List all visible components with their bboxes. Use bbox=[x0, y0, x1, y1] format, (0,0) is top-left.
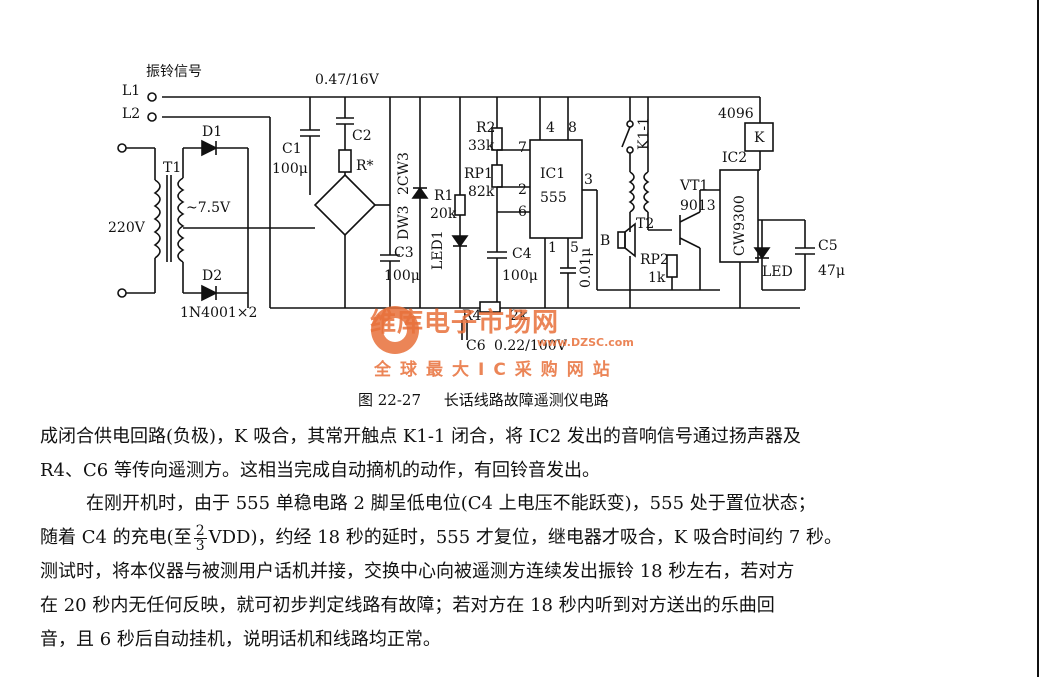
pin8: 8 bbox=[568, 120, 577, 136]
ring-signal-label: 振铃信号 bbox=[146, 64, 202, 80]
d2-label: D2 bbox=[202, 268, 222, 284]
text-fragment: VDD)，约经 18 秒的延时，555 才复位，继电器才吸合，K 吸合时间约 7… bbox=[208, 527, 842, 548]
c2-label: C2 bbox=[352, 128, 372, 144]
pin2: 2 bbox=[518, 182, 527, 198]
pin4: 4 bbox=[546, 120, 555, 136]
r2-value: 33k bbox=[468, 138, 495, 154]
r1-label: R1 bbox=[434, 188, 453, 204]
text-line: 成闭合供电回路(负极)，K 吸合，其常开触点 K1-1 闭合，将 IC2 发出的… bbox=[40, 426, 801, 447]
page-edge-border bbox=[1037, 0, 1039, 677]
c3-value: 100μ bbox=[384, 268, 420, 284]
t1-label: T1 bbox=[163, 160, 181, 176]
pin7: 7 bbox=[518, 140, 527, 156]
cap-top-label: 0.47/16V bbox=[315, 72, 380, 88]
r1-value: 20k bbox=[430, 206, 457, 222]
c3-label: C3 bbox=[394, 245, 414, 261]
text-fragment: 随着 C4 的充电(至 bbox=[40, 527, 192, 548]
figure-title: 长话线路故障遥测仪电路 bbox=[443, 391, 609, 409]
l1-label: L1 bbox=[122, 83, 140, 99]
diodes-label: 1N4001×2 bbox=[180, 305, 257, 321]
r4-value: 2k bbox=[510, 308, 528, 324]
c6-label: C6 bbox=[466, 338, 486, 354]
c001-label: 0.01μ bbox=[578, 248, 594, 288]
rp2-label: RP2 bbox=[640, 252, 669, 268]
c4-value: 100μ bbox=[502, 268, 538, 284]
circuit-schematic: 振铃信号 0.47/16V L1 L2 220V T1 ~7.5V D1 D2 … bbox=[108, 64, 845, 354]
l2-label: L2 bbox=[122, 106, 140, 122]
rstar-label: R* bbox=[356, 158, 374, 174]
c1-label: C1 bbox=[282, 141, 302, 157]
r4096-label: 4096 bbox=[718, 106, 754, 122]
rp2-value: 1k bbox=[648, 270, 666, 286]
v220-label: 220V bbox=[108, 220, 146, 236]
t2-label: T2 bbox=[636, 216, 654, 232]
ic2-label: IC2 bbox=[722, 150, 747, 166]
r2-label: R2 bbox=[476, 120, 495, 136]
paragraph-1: 成闭合供电回路(负极)，K 吸合，其常开触点 K1-1 闭合，将 IC2 发出的… bbox=[40, 420, 920, 488]
speaker-label: B bbox=[600, 233, 610, 249]
watermark-url: www.DZSC.com bbox=[537, 336, 634, 349]
c5-value: 47μ bbox=[818, 263, 845, 279]
figure-caption: 图 22-27 长话线路故障遥测仪电路 bbox=[358, 389, 627, 410]
dw3-label: DW3 bbox=[396, 205, 412, 240]
relay-k-label: K bbox=[754, 130, 765, 146]
text-line: 音，且 6 秒后自动挂机，说明话机和线路均正常。 bbox=[40, 629, 441, 650]
figure-number: 图 22-27 bbox=[358, 391, 422, 409]
v75-label: ~7.5V bbox=[186, 200, 231, 216]
pin6: 6 bbox=[518, 204, 527, 220]
led1-label: LED1 bbox=[430, 230, 446, 270]
c5-label: C5 bbox=[818, 238, 838, 254]
pin1: 1 bbox=[548, 240, 557, 256]
watermark-brand: 维库电子市场网 bbox=[370, 308, 560, 338]
k11-label: K1-1 bbox=[636, 117, 652, 150]
pin5: 5 bbox=[570, 240, 579, 256]
text-line: 在刚开机时，由于 555 单稳电路 2 脚呈低电位(C4 上电压不能跃变)，55… bbox=[86, 493, 816, 514]
rp1-label: RP1 bbox=[464, 166, 493, 182]
text-line: 在 20 秒内无任何反映，就可初步判定线路有故障；若对方在 18 秒内听到对方送… bbox=[40, 595, 775, 616]
ic1-type: 555 bbox=[540, 190, 567, 206]
text-line: 测试时，将本仪器与被测用户话机并接，交换中心向被遥测方连续发出振铃 18 秒左右… bbox=[40, 561, 795, 582]
vt1-type: 9013 bbox=[680, 198, 716, 214]
cw9300-label: CW9300 bbox=[732, 195, 748, 256]
led-label: LED bbox=[762, 264, 793, 280]
c1-value: 100μ bbox=[272, 161, 308, 177]
ic1-label: IC1 bbox=[540, 166, 565, 182]
rp1-value: 82k bbox=[468, 184, 495, 200]
zener-label: 2CW3 bbox=[396, 152, 412, 195]
paragraph-2: 在刚开机时，由于 555 单稳电路 2 脚呈低电位(C4 上电压不能跃变)，55… bbox=[40, 487, 920, 657]
vt1-label: VT1 bbox=[679, 178, 708, 194]
watermark-slogan: 全球最大IC采购网站 bbox=[374, 360, 619, 380]
c4-label: C4 bbox=[512, 246, 532, 262]
c6-value: 0.22/100V bbox=[494, 338, 568, 354]
fraction-numerator: 2 bbox=[193, 522, 207, 539]
r4-label: R4 bbox=[462, 308, 482, 324]
d1-label: D1 bbox=[202, 124, 222, 140]
text-line: R4、C6 等传向遥测方。这相当完成自动摘机的动作，有回铃音发出。 bbox=[40, 460, 600, 481]
pin3: 3 bbox=[584, 172, 593, 188]
fraction-denominator: 3 bbox=[195, 537, 205, 554]
